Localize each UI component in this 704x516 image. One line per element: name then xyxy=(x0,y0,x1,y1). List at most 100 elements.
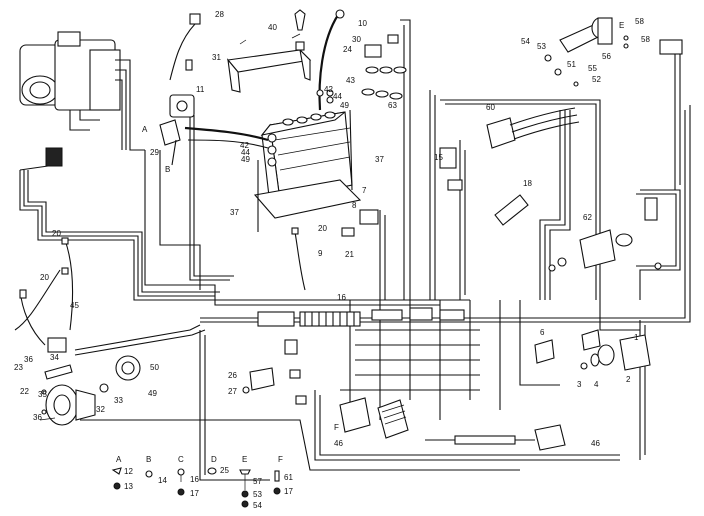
label-8: 8 xyxy=(352,201,357,210)
label-51: 51 xyxy=(567,60,576,69)
label-36a: 36 xyxy=(24,355,33,364)
legend-a-13: 13 xyxy=(124,482,133,491)
label-2: 2 xyxy=(626,375,631,384)
label-9: 9 xyxy=(318,249,323,258)
label-50: 50 xyxy=(150,363,159,372)
label-63: 63 xyxy=(388,101,397,110)
label-27: 27 xyxy=(228,387,237,396)
label-40: 40 xyxy=(268,23,277,32)
label-62: 62 xyxy=(583,213,592,222)
legend-a-screw-icon xyxy=(111,467,122,475)
legend-a-nut-icon xyxy=(113,482,121,490)
label-B: B xyxy=(165,165,170,174)
legend-a-12: 12 xyxy=(124,467,133,476)
legend-c-nut-icon xyxy=(177,488,185,496)
legend-letter-E: E xyxy=(242,455,247,464)
label-18: 18 xyxy=(523,179,532,188)
label-36b: 36 xyxy=(33,413,42,422)
label-29: 29 xyxy=(150,148,159,157)
label-53: 53 xyxy=(537,42,546,51)
label-26: 26 xyxy=(228,371,237,380)
label-49b: 49 xyxy=(241,155,250,164)
hardware-legend: A 12 13 B 14 C 16 17 D 25 E 57 53 54 F 6… xyxy=(111,455,293,510)
label-3: 3 xyxy=(577,380,582,389)
ignition-switch xyxy=(544,17,683,87)
seat-switch xyxy=(339,397,409,439)
legend-e-lockwasher-icon xyxy=(241,500,249,508)
label-33: 33 xyxy=(114,396,123,405)
headlight-switch-group xyxy=(439,107,580,226)
lower-left-parts xyxy=(14,237,141,426)
legend-letter-D: D xyxy=(211,455,217,464)
label-34: 34 xyxy=(50,353,59,362)
label-45: 45 xyxy=(70,301,79,310)
label-7: 7 xyxy=(362,186,367,195)
label-46b: 46 xyxy=(591,439,600,448)
legend-c-bolt-icon xyxy=(177,468,185,476)
label-24: 24 xyxy=(343,45,352,54)
label-16: 16 xyxy=(337,293,346,302)
label-42a: 42 xyxy=(324,85,333,94)
fuse-link xyxy=(425,424,566,451)
label-6: 6 xyxy=(540,328,545,337)
label-F: F xyxy=(334,423,339,432)
part-28-lead xyxy=(169,13,201,81)
legend-e-53: 53 xyxy=(253,490,262,499)
legend-letter-F: F xyxy=(278,455,283,464)
label-58: 58 xyxy=(635,17,644,26)
label-E: E xyxy=(619,21,624,30)
battery-cables xyxy=(184,9,345,149)
part-26-switch xyxy=(242,367,275,394)
legend-e-bolt-icon xyxy=(239,469,251,475)
label-49a: 49 xyxy=(340,101,349,110)
label-58b: 58 xyxy=(641,35,650,44)
label-4: 4 xyxy=(594,380,599,389)
label-35: 35 xyxy=(38,390,47,399)
hold-down-bracket xyxy=(226,33,312,93)
label-20a: 20 xyxy=(52,229,61,238)
legend-letter-B: B xyxy=(146,455,151,464)
label-23: 23 xyxy=(14,363,23,372)
legend-f-61: 61 xyxy=(284,473,293,482)
legend-e-nut-icon xyxy=(241,490,249,498)
legend-f-nut-icon xyxy=(273,487,281,495)
label-28: 28 xyxy=(215,10,224,19)
label-43: 43 xyxy=(346,76,355,85)
legend-f-screw-icon xyxy=(274,470,280,482)
label-21: 21 xyxy=(345,250,354,259)
legend-c-16: 16 xyxy=(190,475,199,484)
part-62-assembly xyxy=(548,197,662,272)
label-20c: 20 xyxy=(318,224,327,233)
label-60: 60 xyxy=(486,103,495,112)
label-42b: 42 xyxy=(240,141,249,150)
legend-d-clip-icon xyxy=(207,467,217,475)
label-56: 56 xyxy=(602,52,611,61)
battery xyxy=(253,109,362,232)
label-55: 55 xyxy=(588,64,597,73)
legend-b-washer-icon xyxy=(145,470,153,478)
label-52: 52 xyxy=(592,75,601,84)
parts-top-middle xyxy=(294,9,407,104)
parts-under-battery xyxy=(291,209,379,291)
label-44a: 44 xyxy=(333,92,342,101)
label-32: 32 xyxy=(96,405,105,414)
label-46a: 46 xyxy=(334,439,343,448)
callout-labels: 28 40 10 30 24 31 43 63 11 A 29 B 42 44 … xyxy=(14,10,650,448)
label-44b: 44 xyxy=(241,148,250,157)
legend-e-54: 54 xyxy=(253,501,262,510)
legend-letter-C: C xyxy=(178,455,184,464)
label-31: 31 xyxy=(212,53,221,62)
label-15: 15 xyxy=(434,153,443,162)
label-22: 22 xyxy=(20,387,29,396)
label-A: A xyxy=(142,125,148,134)
legend-f-17: 17 xyxy=(284,487,293,496)
label-1: 1 xyxy=(634,333,639,342)
legend-c-17: 17 xyxy=(190,489,199,498)
legend-letter-A: A xyxy=(116,455,122,464)
label-11: 11 xyxy=(196,85,205,94)
starter-solenoid xyxy=(159,94,195,166)
legend-b-14: 14 xyxy=(158,476,167,485)
engine-motor xyxy=(19,31,145,171)
label-20b: 20 xyxy=(40,273,49,282)
label-10: 10 xyxy=(358,19,367,28)
